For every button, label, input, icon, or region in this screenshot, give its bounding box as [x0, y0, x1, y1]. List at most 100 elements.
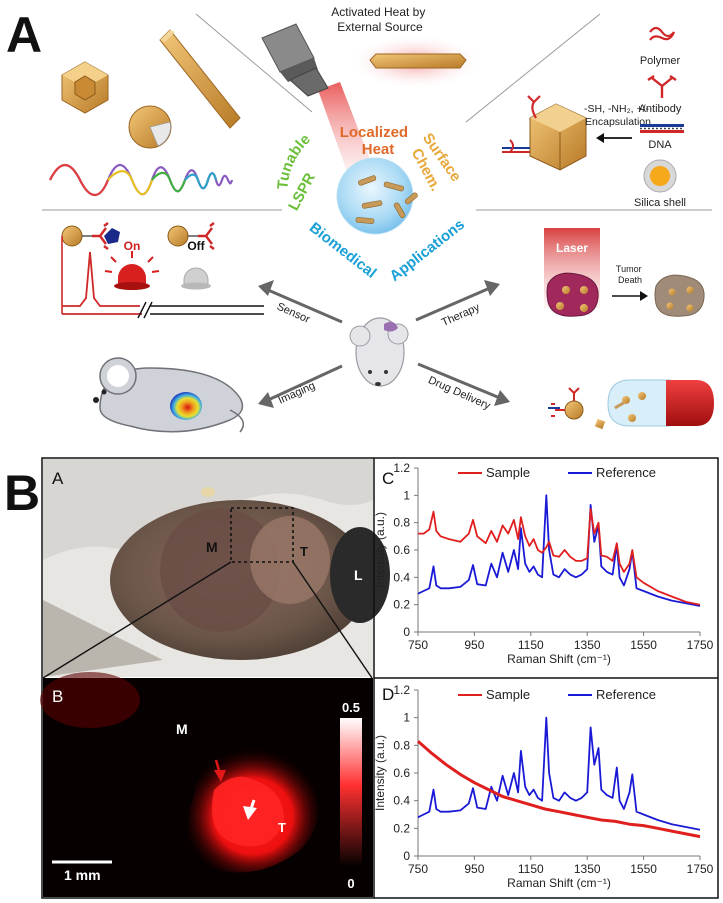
y-tick-label: 0.2 [393, 598, 410, 612]
chart-c-label: C [382, 469, 394, 488]
sensor-on-label: On [124, 239, 141, 253]
arrow-drug-delivery [417, 362, 510, 406]
panel-a-letter: A [6, 7, 42, 63]
photo-mark-l: L [354, 567, 363, 583]
tumor-death-arrowhead [640, 291, 648, 301]
wave-cyan-segment [184, 172, 218, 190]
y-tick-label: 1 [403, 711, 410, 725]
polymer-icon [649, 26, 676, 41]
series-line-reference [417, 716, 701, 831]
y-axis-label: Intensity (a.u.) [373, 512, 387, 588]
legend-antibody: Antibody [639, 103, 682, 115]
map-mark-t: T [278, 820, 286, 835]
panel-a: A Activat [6, 5, 714, 433]
y-tick-label: 1.2 [393, 461, 410, 475]
y-tick-label: 0.6 [393, 766, 410, 780]
colorbar-max-label: 0.5 [342, 700, 360, 715]
tumor-after-icon [654, 274, 705, 317]
map-scalebar-label: 1 mm [64, 867, 101, 883]
y-tick-label: 0.4 [393, 794, 410, 808]
y-tick-label: 1.2 [393, 683, 410, 697]
y-tick-label: 1 [403, 488, 410, 502]
x-tick-label: 1350 [574, 638, 601, 652]
sensor-off-label: Off [187, 239, 205, 253]
mouse-center-icon [349, 317, 409, 387]
wave-red-segment [49, 163, 110, 197]
mouse-imaging-icon [93, 357, 245, 433]
tumor-death-label: Tumor Death [616, 264, 644, 285]
dna-icon [640, 124, 684, 133]
x-tick-label: 1750 [687, 862, 714, 876]
functionalized-nanocube-icon [502, 95, 587, 171]
x-axis-label: Raman Shift (cm⁻¹) [507, 876, 611, 890]
center-sphere [336, 157, 414, 235]
nanosphere-icon [128, 105, 172, 149]
series-line-sample [418, 508, 701, 606]
drug-delivery-illustration [548, 379, 714, 430]
center-nanorods [355, 175, 418, 224]
arrow-sensor [258, 280, 343, 324]
nanorod-icon [159, 29, 241, 129]
nanocube-icon [61, 61, 109, 114]
divider-line [465, 13, 601, 123]
y-tick-label: 0.4 [393, 570, 410, 584]
tumor-photo [42, 459, 390, 679]
arrow-imaging-label: Imaging [276, 380, 317, 407]
surface-arrowhead [596, 133, 604, 143]
rainbow-wave-icon [49, 163, 234, 197]
panel-b-letter: B [4, 465, 40, 521]
arrow-imaging [258, 364, 343, 408]
x-tick-label: 950 [464, 862, 484, 876]
y-tick-label: 0.6 [393, 543, 410, 557]
legend-dna: DNA [648, 139, 672, 151]
legend-label-reference: Reference [596, 687, 656, 702]
heat-source-icon [261, 23, 378, 180]
wave-yellow-segment [107, 170, 154, 196]
y-tick-label: 0.8 [393, 516, 410, 530]
arrow-therapy [415, 280, 500, 322]
photo-mark-m: M [206, 539, 218, 555]
x-tick-label: 1150 [518, 862, 544, 876]
x-tick-label: 750 [408, 638, 428, 652]
colorbar-min-label: 0 [347, 876, 354, 891]
series-line-reference [417, 494, 701, 607]
heat-source-label: Activated Heat by External Source [331, 5, 428, 34]
map-mark-m: M [176, 721, 188, 737]
legend-label-sample: Sample [486, 465, 530, 480]
laser-label: Laser [556, 241, 588, 255]
x-tick-label: 1350 [574, 862, 601, 876]
legend-label-sample: Sample [486, 687, 530, 702]
heated-nanorod-icon [369, 53, 467, 69]
x-tick-label: 750 [408, 862, 428, 876]
surface-chem-note: -SH, -NH₂, +/- Encapsulation [584, 103, 652, 128]
label-applications: Applications [387, 216, 468, 285]
y-tick-label: 0 [403, 625, 410, 639]
legend-polymer: Polymer [640, 55, 681, 67]
legend-label-reference: Reference [596, 465, 656, 480]
legend-silica-shell: Silica shell [634, 197, 686, 209]
divider-line [195, 13, 313, 113]
sensor-illustration [61, 222, 264, 319]
x-tick-label: 1150 [518, 638, 544, 652]
y-tick-label: 0.2 [393, 821, 410, 835]
silica-core [650, 166, 670, 186]
x-tick-label: 1550 [630, 862, 657, 876]
wave-green-segment [151, 171, 187, 193]
antibody-icon [647, 75, 677, 98]
y-tick-label: 0.8 [393, 738, 410, 752]
label-localized-heat: Localized Heat [340, 124, 413, 158]
x-tick-label: 1750 [687, 638, 714, 652]
photo-mark-t: T [300, 544, 308, 559]
panel-b: B A M T L [4, 457, 719, 899]
y-tick-label: 0 [403, 849, 410, 863]
y-axis-label: Intensity (a.u.) [373, 735, 387, 811]
photo-label: A [52, 469, 64, 488]
x-axis-label: Raman Shift (cm⁻¹) [507, 652, 611, 666]
x-tick-label: 950 [464, 638, 484, 652]
raman-map [40, 672, 373, 897]
chart-d-label: D [382, 685, 394, 704]
series-line-sample [417, 740, 701, 839]
x-tick-label: 1550 [630, 638, 657, 652]
